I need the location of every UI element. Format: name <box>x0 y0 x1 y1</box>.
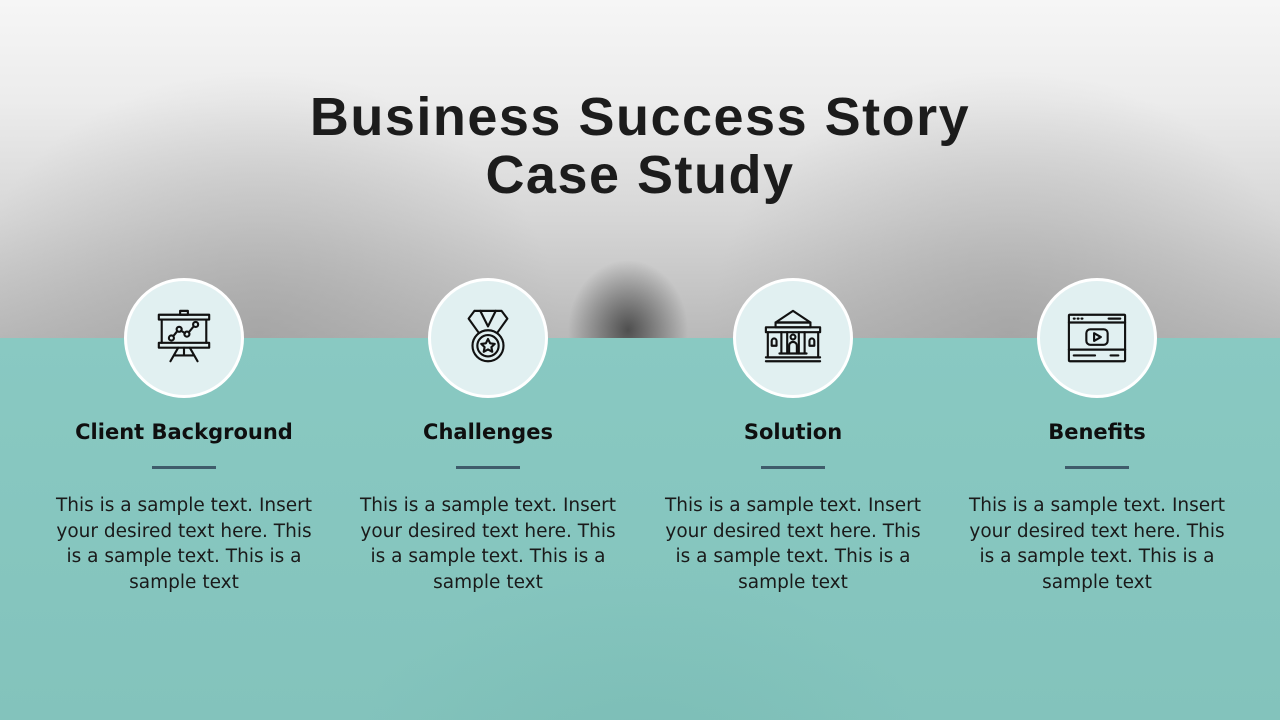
card-challenges: Challenges This is a sample text. Insert… <box>358 278 618 595</box>
card-solution: Solution This is a sample text. Insert y… <box>663 278 923 595</box>
slide-title: Business Success Story Case Study <box>0 88 1280 204</box>
card-body: This is a sample text. Insert your desir… <box>968 495 1226 593</box>
title-line-1: Business Success Story <box>309 87 971 147</box>
divider <box>1065 466 1129 469</box>
presentation-chart-icon <box>157 309 211 363</box>
bank-building-icon <box>764 309 822 363</box>
card-body: This is a sample text. Insert your desir… <box>359 495 617 593</box>
icon-circle <box>428 278 548 398</box>
card-title: Challenges <box>423 420 553 444</box>
icon-circle <box>124 278 244 398</box>
card-benefits: Benefits This is a sample text. Insert y… <box>967 278 1227 595</box>
teal-band <box>0 338 1280 720</box>
icon-circle <box>733 278 853 398</box>
title-line-2: Case Study <box>485 145 795 205</box>
divider <box>152 466 216 469</box>
card-title: Solution <box>743 420 843 444</box>
card-body: This is a sample text. Insert your desir… <box>55 495 313 593</box>
video-player-icon <box>1067 313 1127 363</box>
icon-circle <box>1037 278 1157 398</box>
card-title: Client Background <box>75 420 293 444</box>
divider <box>456 466 520 469</box>
card-body: This is a sample text. Insert your desir… <box>664 495 922 593</box>
divider <box>761 466 825 469</box>
medal-icon <box>467 309 509 363</box>
background-photo <box>0 0 1280 338</box>
card-client-background: Client Background This is a sample text.… <box>54 278 314 595</box>
card-title: Benefits <box>1048 420 1146 444</box>
